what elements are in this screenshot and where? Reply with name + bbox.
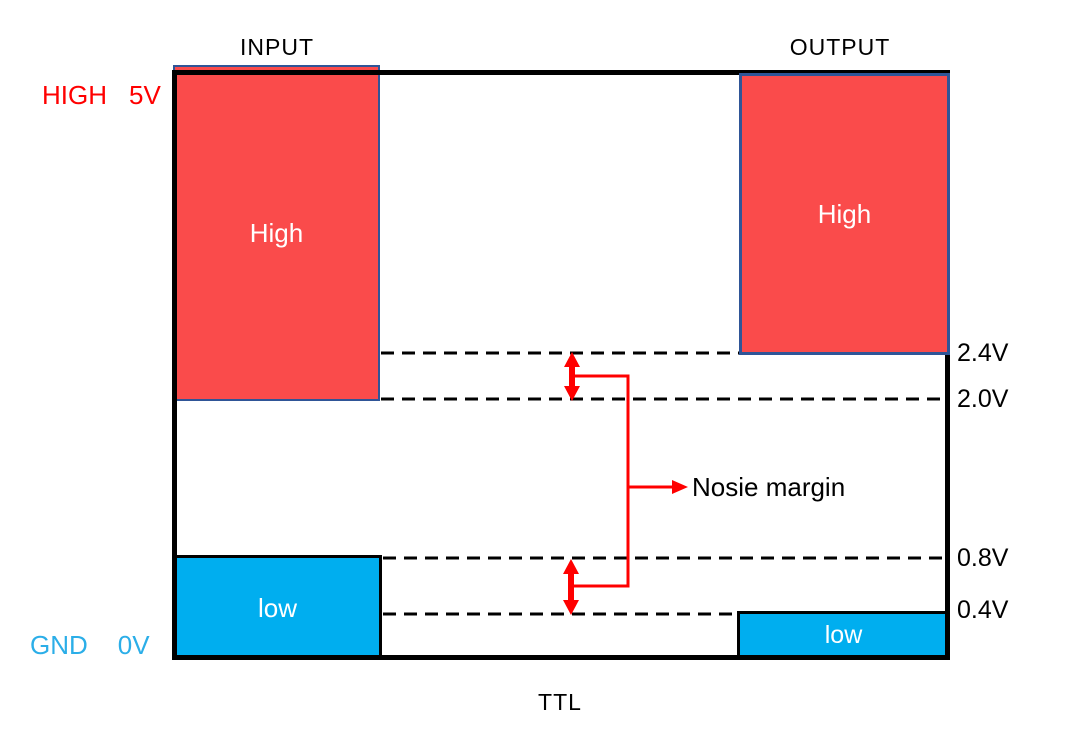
gnd-0v-axis-label: GND 0V — [30, 630, 150, 661]
voltage-label-0v4: 0.4V — [957, 596, 1009, 624]
input-high-block-label: High — [249, 218, 304, 248]
ttl-caption: TTL — [538, 689, 582, 715]
high-range-double-arrow-icon — [564, 352, 580, 401]
output-high-block: High — [739, 73, 950, 355]
low-range-double-arrow-icon — [563, 559, 579, 615]
input-high-block: High — [173, 65, 380, 401]
noise-margin-bracket — [572, 374, 688, 588]
high-5v-axis-label: HIGH 5V — [42, 80, 161, 111]
gnd-axis-voltage: 0V — [117, 630, 150, 660]
input-low-block: low — [173, 555, 382, 660]
voltage-label-0v8: 0.8V — [957, 544, 1009, 572]
noise-margin-pointer-arrow-icon — [672, 480, 688, 494]
bracket-spine — [572, 374, 630, 588]
gnd-axis-name: GND — [30, 630, 88, 660]
input-column-label: INPUT — [240, 34, 314, 60]
output-column-label: OUTPUT — [789, 34, 891, 60]
high-axis-voltage: 5V — [129, 80, 161, 110]
high-axis-name: HIGH — [42, 80, 107, 110]
noise-margin-label: Nosie margin — [692, 472, 846, 502]
voltage-label-2v4: 2.4V — [957, 339, 1009, 367]
output-high-block-label: High — [817, 199, 872, 229]
input-low-block-label: low — [257, 592, 297, 623]
dashed-level-lines — [381, 351, 944, 616]
voltage-label-2v0: 2.0V — [957, 385, 1009, 413]
output-low-block-label: low — [824, 621, 863, 649]
output-low-block: low — [737, 611, 950, 660]
